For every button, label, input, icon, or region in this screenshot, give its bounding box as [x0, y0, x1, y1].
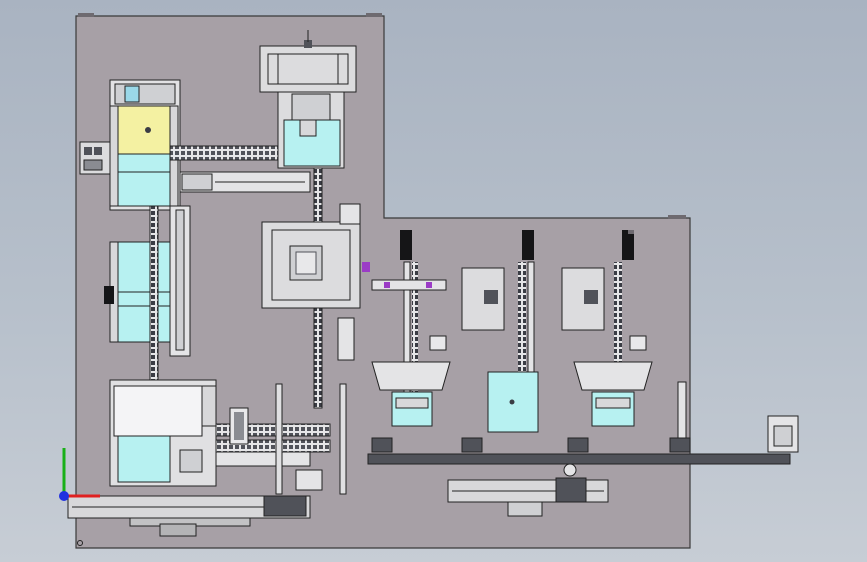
post — [275, 383, 283, 495]
plate-tab — [78, 13, 94, 17]
left-module-middle — [104, 241, 171, 343]
mount-hole — [77, 540, 83, 546]
stand-feet — [371, 381, 691, 453]
center-top-frame — [259, 30, 357, 93]
plate-tab — [366, 13, 382, 17]
gripper-icon — [79, 141, 111, 175]
axis-z — [59, 491, 69, 501]
output-conveyor — [367, 453, 791, 465]
bottom-rail-carriage — [263, 495, 307, 517]
motor-icon — [628, 230, 634, 234]
linear-rail-h2 — [215, 451, 311, 467]
linear-rail-carriage — [181, 173, 213, 191]
left-module-top — [109, 79, 181, 211]
left-module-bottom — [109, 379, 217, 487]
conveyor-chain-v1 — [149, 205, 159, 383]
center-top-module — [277, 91, 345, 169]
control-box — [295, 469, 323, 491]
post — [339, 383, 347, 495]
station-3 — [561, 230, 653, 427]
vertical-rail-slot — [175, 209, 185, 351]
conveyor-chain-h1 — [169, 145, 281, 161]
plate-tab — [668, 215, 686, 219]
center-press — [261, 203, 370, 309]
cylinder-icon — [337, 317, 355, 361]
station-1 — [371, 230, 451, 427]
coordinate-triad — [59, 448, 100, 501]
station-2 — [461, 230, 539, 433]
